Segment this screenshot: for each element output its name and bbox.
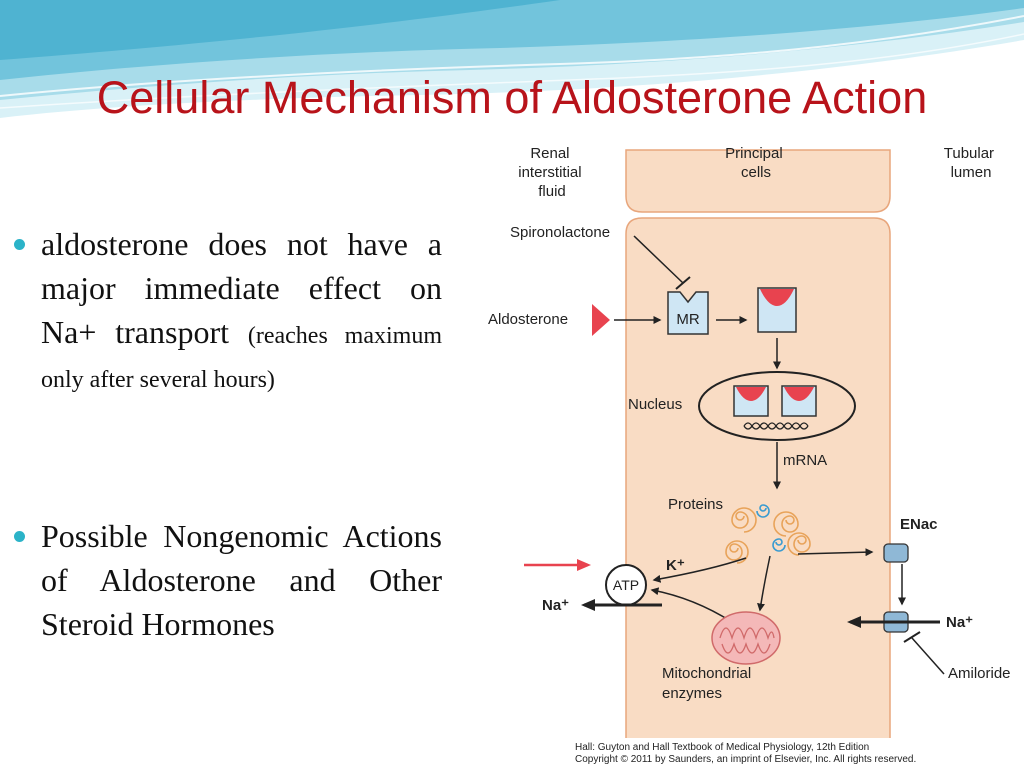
sodium-in-label: Na⁺ — [946, 614, 973, 631]
aldosterone-molecule — [592, 304, 610, 336]
upper-principal-cell — [625, 149, 891, 213]
tubular-line-2: lumen — [951, 164, 992, 181]
figure-credit: Hall: Guyton and Hall Textbook of Medica… — [575, 742, 916, 766]
bullet-item: Possible Nongenomic Actions of Aldostero… — [14, 514, 442, 646]
spironolactone-inhibition-line — [633, 235, 684, 284]
tubular-line-1: Tubular — [944, 145, 994, 162]
sodium-out-label: Na⁺ — [542, 597, 569, 614]
inhibition-bar — [675, 276, 691, 290]
bullet-note-text: (reaches maximum only after several hour… — [41, 323, 442, 393]
mitochondrial-enzymes-label: Mitochondrial enzymes — [662, 665, 755, 702]
nucleus-label: Nucleus — [628, 396, 682, 413]
mitochondrion — [711, 611, 781, 665]
proteins-label: Proteins — [668, 496, 723, 513]
enac-label: ENac — [900, 516, 938, 533]
mito-line-2: enzymes — [662, 685, 722, 702]
renal-line-1: Renal — [530, 145, 569, 162]
proteins-to-mito-arrow — [757, 555, 771, 612]
aldosterone-label: Aldosterone — [488, 311, 568, 328]
principal-cells-label: Principal cells — [725, 145, 787, 181]
principal-line-2: cells — [741, 164, 771, 181]
mr-receptor — [667, 291, 709, 335]
credit-line-2: Copyright © 2011 by Saunders, an imprint… — [575, 754, 917, 765]
potassium-label: K⁺ — [666, 557, 685, 574]
bullet-main-text: Possible Nongenomic Actions of Aldostero… — [41, 518, 442, 642]
nuclear-complex-1-hormone — [736, 387, 766, 401]
nucleus — [698, 371, 856, 441]
principal-line-1: Principal — [725, 145, 783, 162]
spironolactone-label: Spironolactone — [510, 224, 610, 241]
bullet-text: Possible Nongenomic Actions of Aldostero… — [41, 514, 442, 646]
renal-interstitial-fluid-label: Renal interstitial fluid — [518, 145, 586, 200]
amiloride-inhibition-line — [911, 637, 945, 675]
amiloride-label: Amiloride — [948, 665, 1011, 682]
renal-line-2: interstitial — [518, 164, 581, 181]
proteins-to-enac-arrow — [797, 548, 874, 557]
bound-aldosterone — [760, 289, 794, 306]
slide-title: Cellular Mechanism of Aldosterone Action — [96, 72, 928, 123]
mrna-label: mRNA — [783, 452, 827, 469]
enac-channel-vesicle — [883, 543, 909, 563]
atp-label: ATP — [613, 577, 639, 593]
tubular-lumen-label: Tubular lumen — [944, 145, 998, 181]
amiloride-bar — [903, 631, 921, 643]
bullet-dot-icon — [14, 239, 25, 250]
nuclear-complex-2-hormone — [784, 387, 814, 401]
bullet-dot-icon — [14, 531, 25, 542]
aldosterone-mechanism-diagram: Renal interstitial fluid Principal cells… — [488, 145, 1011, 738]
bullet-text: aldosterone does not have a major immedi… — [41, 222, 442, 398]
principal-cell — [625, 217, 891, 738]
header-wave-decoration — [0, 0, 1024, 118]
bullet-main-text: aldosterone does not have a major immedi… — [41, 226, 442, 350]
protein-spirals — [725, 504, 811, 564]
proteins-to-pump-arrow — [652, 557, 747, 583]
bullet-item: aldosterone does not have a major immedi… — [14, 222, 442, 398]
dna-strand — [743, 422, 809, 430]
mr-label: MR — [676, 311, 699, 328]
mito-line-1: Mitochondrial — [662, 665, 751, 682]
credit-line-1: Hall: Guyton and Hall Textbook of Medica… — [575, 742, 870, 753]
renal-line-3: fluid — [538, 183, 566, 200]
